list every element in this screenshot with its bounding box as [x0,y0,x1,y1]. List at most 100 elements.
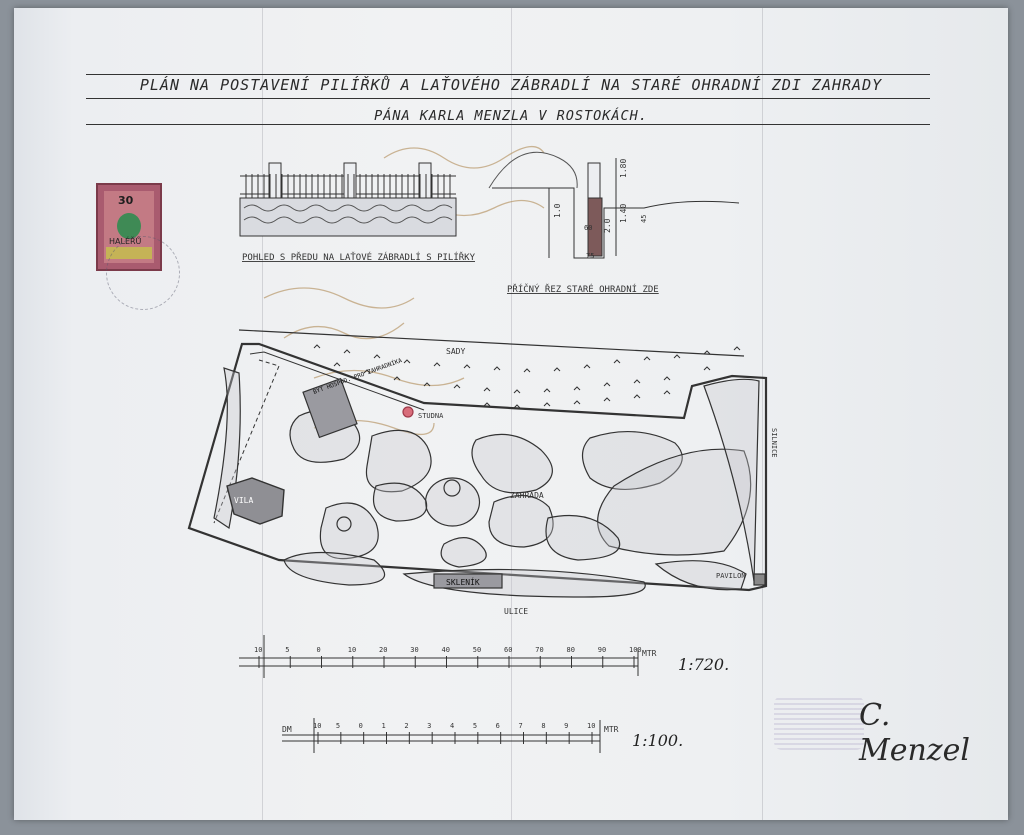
tree-icon [423,382,431,387]
postmark-icon [106,236,180,310]
tree-icon [603,382,611,387]
plan-subtitle: PÁNA KARLA MENZLA V ROSTOKÁCH. [374,108,648,124]
tree-icon [513,389,521,394]
section-dimension: 1.80 [619,159,628,178]
scale-large-tick-label: 0 [317,646,321,654]
scale-small-tick-label: 3 [427,722,431,730]
scale-small-tick-label: 4 [450,722,454,730]
site-plan [187,329,768,598]
tree-icon [403,359,411,364]
scale-small-tick-label: 9 [564,722,568,730]
tree-icon [393,376,401,381]
scale-large-unit: MTR [642,649,657,658]
section-caption: PŘÍČNÝ ŘEZ STARÉ OHRADNÍ ZDE [507,283,659,295]
scale-large-tick-label: 40 [442,646,450,654]
elevation-caption: POHLED S PŘEDU NA LAŤOVÉ ZÁBRADLÍ S PILÍ… [242,251,476,263]
scale-small-tick-label: 10 [587,722,595,730]
tree-icon [343,349,351,354]
stamp-value: 30 [118,194,134,207]
tree-icon [663,390,671,395]
drawing-sheet: PLÁN NA POSTAVENÍ PILÍŘKŮ A LAŤOVÉHO ZÁB… [14,8,1008,820]
section-dimension: 60 [584,224,592,232]
tree-icon [663,376,671,381]
fence-elevation [239,162,457,237]
title-rule [86,124,930,125]
scale-small-unit-left: DM [282,725,292,734]
blind-stamp-icon [774,696,864,750]
scale-small-tick-label: 6 [496,722,500,730]
scale-large-ratio: 1:720. [678,655,729,674]
title-rule [86,74,930,75]
section-dimension: 45 [640,215,648,223]
tree-icon [583,364,591,369]
tree-icon [633,379,641,384]
scale-large-tick-label: 30 [410,646,418,654]
scale-small-tick-label: 10 [313,722,321,730]
scale-small-tick-label: 2 [404,722,408,730]
tree-icon [703,366,711,371]
section-dimension: 2.0 [603,218,612,233]
paper-fold [762,8,763,820]
tree-icon [513,404,521,409]
tree-icon [463,364,471,369]
scale-large-tick-label: 90 [598,646,606,654]
scale-small-tick-label: 5 [473,722,477,730]
tree-icon [453,384,461,389]
scale-small-unit-right: MTR [604,725,619,734]
scale-large-tick-label: 60 [504,646,512,654]
section-dimension: 1.40 [619,204,628,223]
tree-icon [703,350,711,355]
tree-icon [613,359,621,364]
label-well: STUDNA [418,412,444,420]
tree-icon [363,369,371,374]
tree-icon [633,394,641,399]
tree-icon [543,402,551,407]
stamp-portrait-icon [117,213,141,239]
tree-icon [573,400,581,405]
tree-icon [313,344,321,349]
tree-icon [433,362,441,367]
scale-large-tick-label: 50 [473,646,481,654]
signature: C. Menzel [859,698,970,768]
paper-fold [262,8,263,820]
tree-icon [573,386,581,391]
scale-large-tick-label: 100 [629,646,642,654]
tree-icon [523,368,531,373]
scale-large-tick-label: 10 [254,646,262,654]
tree-icon [483,387,491,392]
tree-icon [733,346,741,351]
tree-icon [483,402,491,407]
label-pavilion: PAVILON [716,572,746,580]
label-greenhouse: SKLENÍK [446,576,480,587]
label-road: SILNICE [770,428,778,458]
tree-icon [373,354,381,359]
tree-icon [553,367,561,372]
tree-icon [543,388,551,393]
drawing-svg: POHLED S PŘEDU NA LAŤOVÉ ZÁBRADLÍ S PILÍ… [187,146,778,753]
scale-large-tick-label: 10 [348,646,356,654]
scale-large-tick-label: 80 [567,646,575,654]
label-orchard: SADY [446,347,465,356]
scale-large-tick-label: 20 [379,646,387,654]
title-rule [86,98,930,99]
tree-icon [493,366,501,371]
tree-icon [333,362,341,367]
wall-section [488,151,740,259]
scale-small-tick-label: 5 [336,722,340,730]
label-villa: VILA [234,496,253,505]
scale-large-tick-label: 5 [285,646,289,654]
paper-fold [511,8,512,820]
scale-small-tick-label: 0 [359,722,363,730]
scale-small-ratio: 1:100. [632,731,683,750]
scale-small-tick-label: 1 [382,722,386,730]
label-street: ULICE [504,607,528,616]
scale-bar-100 [282,718,601,753]
tree-icon [643,356,651,361]
label-garden: ZAHRADA [510,491,544,500]
plan-title: PLÁN NA POSTAVENÍ PILÍŘKŮ A LAŤOVÉHO ZÁB… [139,76,883,94]
tree-icon [603,397,611,402]
scale-small-tick-label: 8 [541,722,545,730]
scale-small-tick-label: 7 [519,722,523,730]
section-dimension: 75 [586,252,594,260]
section-dimension: 1.0 [553,203,562,218]
